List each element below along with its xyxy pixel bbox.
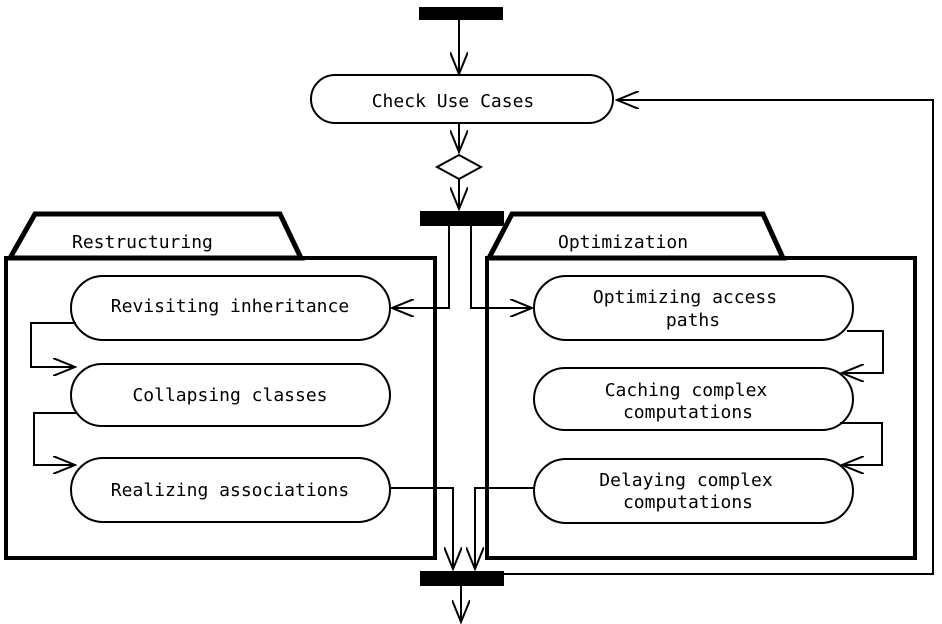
activity-label: Revisiting inheritance bbox=[111, 296, 349, 317]
activity-optimizing-access-paths bbox=[533, 275, 854, 341]
package-optimization bbox=[485, 256, 917, 560]
join-bar bbox=[420, 571, 504, 586]
flow-arrow-fork-to-optimization bbox=[470, 226, 532, 308]
flow-arrow-delaying-to-join bbox=[475, 487, 534, 569]
decision-diamond bbox=[434, 153, 484, 181]
package-title-restructuring: Restructuring bbox=[72, 232, 213, 253]
flow-arrow-fork-to-restructuring bbox=[392, 226, 450, 308]
activity-delaying-complex-computations bbox=[533, 458, 854, 524]
activity-check-use-cases bbox=[310, 74, 614, 124]
package-title-optimization: Optimization bbox=[558, 232, 688, 253]
activity-label: paths bbox=[666, 310, 720, 331]
activity-label: Caching complex bbox=[605, 380, 768, 401]
fork-bar bbox=[420, 211, 504, 226]
flow-arrow-caching-to-delaying bbox=[840, 422, 883, 465]
package-restructuring bbox=[4, 256, 437, 560]
activity-check-use-cases-label: Check Use Cases bbox=[372, 91, 535, 112]
flow-arrow-loop-back bbox=[504, 100, 934, 575]
activity-label: Optimizing access bbox=[593, 287, 777, 308]
activity-label: computations bbox=[623, 492, 753, 513]
activity-collapsing-classes bbox=[70, 363, 391, 427]
flow-arrow-optimizing-to-caching bbox=[842, 330, 884, 373]
flow-arrow-revisiting-to-collapsing bbox=[30, 322, 76, 367]
activity-caching-complex-computations bbox=[533, 367, 854, 431]
activity-label: computations bbox=[623, 402, 753, 423]
activity-realizing-associations bbox=[70, 457, 391, 523]
flow-arrow-collapsing-to-realizing bbox=[33, 412, 76, 465]
activity-label: Realizing associations bbox=[111, 480, 349, 501]
activity-label: Collapsing classes bbox=[132, 385, 327, 406]
activity-label: Delaying complex bbox=[599, 470, 773, 491]
flow-arrow-realizing-to-join bbox=[391, 487, 453, 569]
initial-bar bbox=[419, 7, 503, 20]
